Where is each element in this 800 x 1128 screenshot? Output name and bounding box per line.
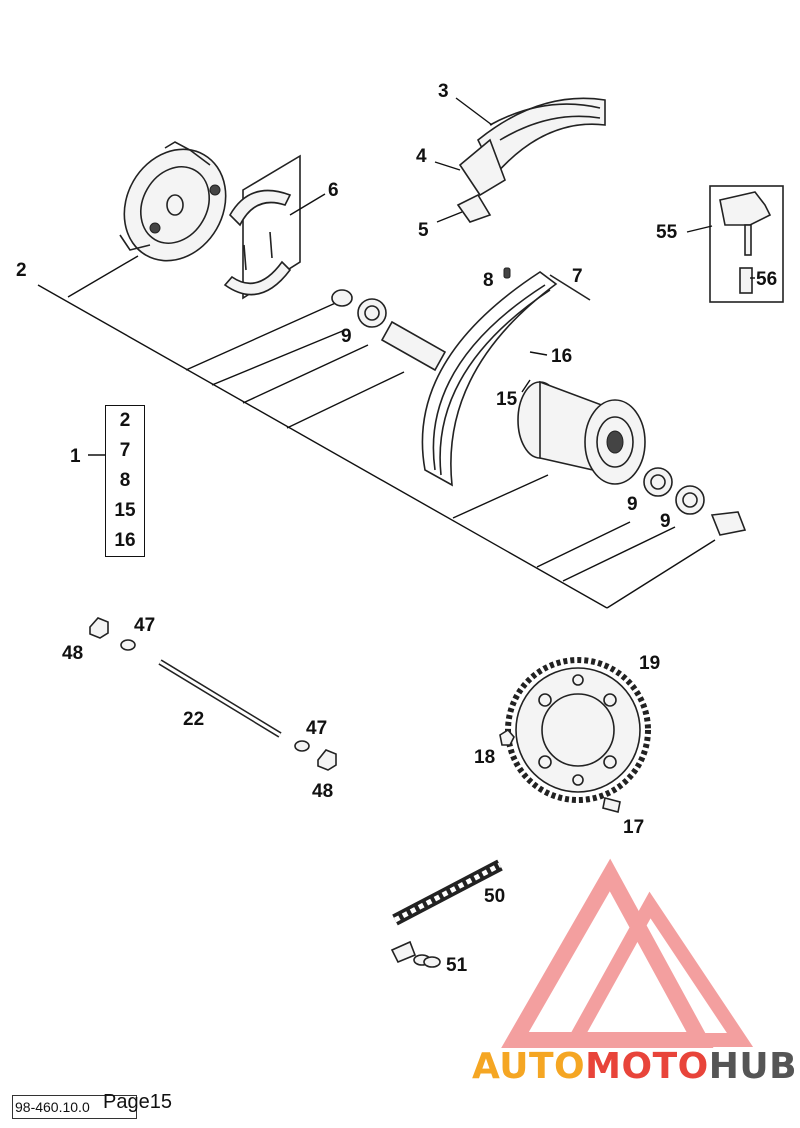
callout-56: 56	[756, 269, 777, 290]
callout-17: 17	[623, 817, 644, 838]
watermark-logo-icon	[501, 858, 754, 1048]
callout-9c: 9	[660, 511, 671, 532]
brand-part-hub: HUB	[708, 1046, 798, 1087]
kit-item: 16	[114, 530, 136, 551]
callout-16: 16	[551, 346, 572, 367]
wheel-hub	[517, 380, 646, 485]
callout-15: 15	[496, 389, 518, 410]
axle-assembly	[89, 617, 337, 771]
bearings-spacers	[331, 289, 747, 536]
kit-contents-list: 2 7 8 15 16	[105, 405, 145, 557]
kit-item: 7	[119, 440, 131, 461]
callout-47a: 47	[134, 615, 155, 636]
callout-8: 8	[483, 270, 494, 291]
kit-item: 15	[114, 500, 136, 521]
tyre-tube-assembly	[456, 97, 606, 223]
callout-48a: 48	[62, 643, 83, 664]
callout-9a: 9	[341, 326, 352, 347]
brand-part-auto: AUTO	[472, 1046, 586, 1087]
kit-item: 2	[119, 410, 131, 431]
brake-plate	[119, 141, 227, 262]
callout-5: 5	[418, 220, 429, 241]
callout-2: 2	[16, 260, 27, 281]
callout-6: 6	[328, 180, 339, 201]
rear-sprocket	[499, 657, 651, 813]
callout-47b: 47	[306, 718, 327, 739]
document-code: 98-460.10.0	[12, 1095, 137, 1119]
callout-50: 50	[484, 886, 505, 907]
drive-chain	[390, 859, 503, 968]
brake-shoes	[223, 154, 301, 300]
callout-19: 19	[639, 653, 660, 674]
callout-51: 51	[446, 955, 468, 976]
kit-item: 8	[119, 470, 131, 491]
brand-part-moto: MOTO	[585, 1046, 709, 1087]
valve-box	[709, 185, 784, 303]
page-number: Page15	[103, 1091, 172, 1113]
assembly-axis-lines	[37, 255, 716, 609]
callout-18: 18	[474, 747, 495, 768]
callout-55: 55	[656, 222, 678, 243]
watermark-brand: AUTOMOTOHUB	[472, 1046, 797, 1087]
leader-lines	[88, 97, 755, 456]
callout-22: 22	[183, 709, 204, 730]
spoke-nipple	[503, 267, 511, 279]
callout-1: 1	[70, 446, 81, 467]
wheel-rim	[421, 271, 591, 487]
callout-7: 7	[572, 266, 583, 287]
callout-48b: 48	[312, 781, 333, 802]
callout-3: 3	[438, 81, 449, 102]
callout-9b: 9	[627, 494, 638, 515]
callout-4: 4	[416, 146, 427, 167]
